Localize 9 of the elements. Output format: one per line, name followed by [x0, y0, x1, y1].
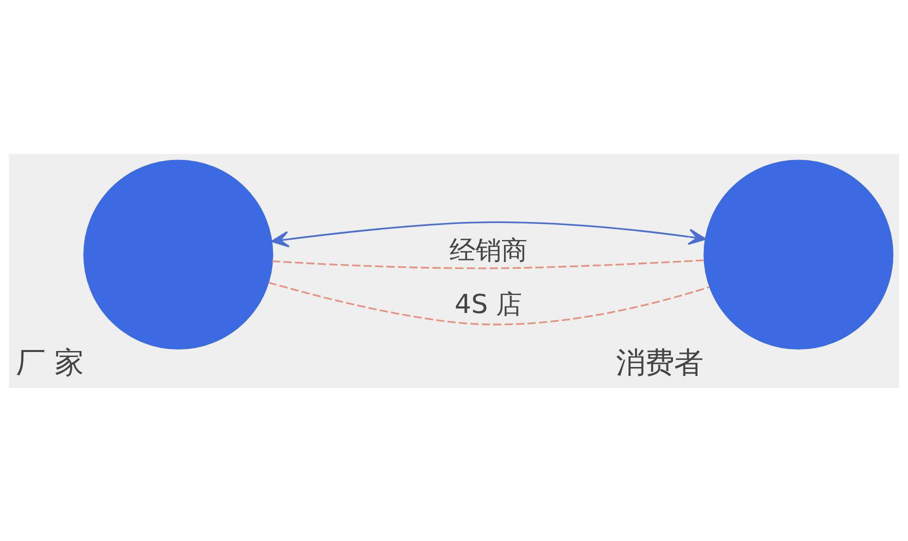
node-circle [83, 159, 274, 350]
edge-label: 4S 店 [454, 290, 522, 320]
node-label: 厂 家 [16, 344, 84, 379]
node-label: 消费者 [616, 344, 703, 379]
edge-label: 经销商 [449, 236, 528, 266]
connector [268, 281, 710, 325]
connector [272, 258, 704, 269]
node-circle [704, 159, 894, 350]
arrow [271, 220, 706, 247]
